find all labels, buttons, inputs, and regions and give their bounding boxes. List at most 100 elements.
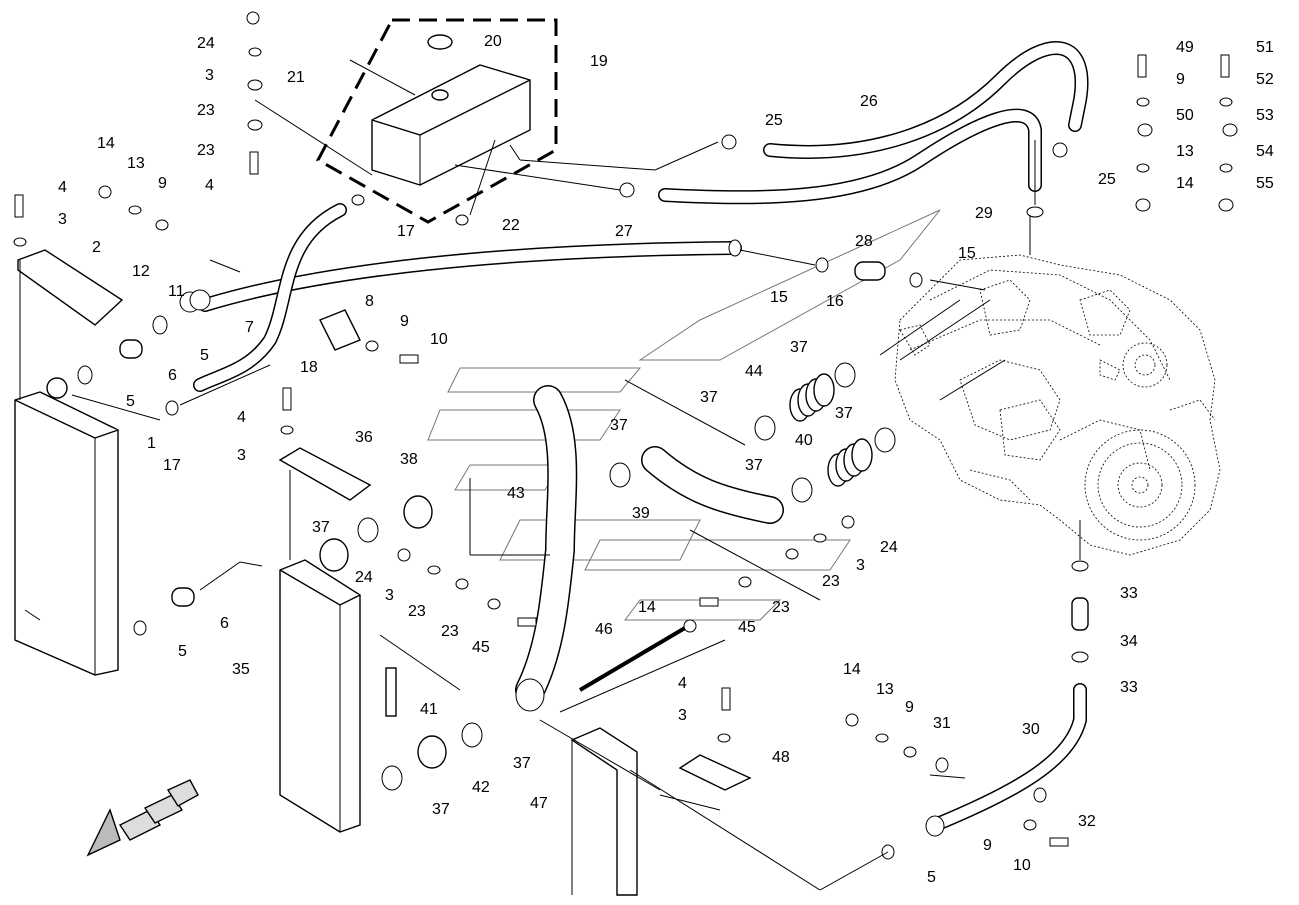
callout-51: 51 <box>1256 39 1274 56</box>
callout-42: 42 <box>472 779 490 796</box>
callout-4: 4 <box>58 179 67 196</box>
callout-9: 9 <box>905 699 914 716</box>
callout-18: 18 <box>300 359 318 376</box>
callout-14: 14 <box>843 661 861 678</box>
callout-33: 33 <box>1120 679 1138 696</box>
callout-37: 37 <box>835 405 853 422</box>
callout-37: 37 <box>513 755 531 772</box>
callout-23: 23 <box>197 102 215 119</box>
callout-28: 28 <box>855 233 873 250</box>
callout-23: 23 <box>408 603 426 620</box>
callout-49: 49 <box>1176 39 1194 56</box>
callout-13: 13 <box>876 681 894 698</box>
callout-23: 23 <box>822 573 840 590</box>
tank-outline <box>315 18 558 224</box>
callout-8: 8 <box>365 293 374 310</box>
callout-33: 33 <box>1120 585 1138 602</box>
callout-13: 13 <box>1176 143 1194 160</box>
callout-45: 45 <box>472 639 490 656</box>
callout-54: 54 <box>1256 143 1274 160</box>
callout-17: 17 <box>163 457 181 474</box>
callout-9: 9 <box>1176 71 1185 88</box>
callout-26: 26 <box>860 93 878 110</box>
callout-43: 43 <box>507 485 525 502</box>
callout-14: 14 <box>97 135 115 152</box>
callout-2: 2 <box>92 239 101 256</box>
callout-3: 3 <box>58 211 67 228</box>
callout-38: 38 <box>400 451 418 468</box>
callout-48: 48 <box>772 749 790 766</box>
callout-41: 41 <box>420 701 438 718</box>
callouts: 24 3 23 23 4 21 20 19 22 17 14 13 9 4 3 … <box>58 33 1274 886</box>
callout-47: 47 <box>530 795 548 812</box>
callout-19: 19 <box>590 53 608 70</box>
callout-25: 25 <box>765 112 783 129</box>
callout-35: 35 <box>232 661 250 678</box>
callout-37: 37 <box>700 389 718 406</box>
callout-12: 12 <box>132 263 150 280</box>
callout-13: 13 <box>127 155 145 172</box>
callout-9: 9 <box>400 313 409 330</box>
callout-20: 20 <box>484 33 502 50</box>
callout-3: 3 <box>856 557 865 574</box>
callout-34: 34 <box>1120 633 1138 650</box>
callout-50: 50 <box>1176 107 1194 124</box>
callout-16: 16 <box>826 293 844 310</box>
callout-15: 15 <box>958 245 976 262</box>
bellows-44 <box>789 373 835 422</box>
callout-37: 37 <box>610 417 628 434</box>
callout-22: 22 <box>502 217 520 234</box>
callout-52: 52 <box>1256 71 1274 88</box>
callout-29: 29 <box>975 205 993 222</box>
leader-lines <box>19 59 1081 891</box>
callout-25: 25 <box>1098 171 1116 188</box>
callout-46: 46 <box>595 621 613 638</box>
callout-10: 10 <box>430 331 448 348</box>
callout-14: 14 <box>1176 175 1194 192</box>
callout-17: 17 <box>397 223 415 240</box>
callout-23: 23 <box>441 623 459 640</box>
callout-5: 5 <box>927 869 936 886</box>
callout-30: 30 <box>1022 721 1040 738</box>
callout-3: 3 <box>237 447 246 464</box>
callout-9: 9 <box>983 837 992 854</box>
engine-assembly <box>894 254 1221 556</box>
bellows-40 <box>827 438 873 487</box>
callout-37: 37 <box>312 519 330 536</box>
callout-7: 7 <box>245 319 254 336</box>
hardware <box>13 11 1238 860</box>
callout-6: 6 <box>220 615 229 632</box>
callout-45: 45 <box>738 619 756 636</box>
callout-27: 27 <box>615 223 633 240</box>
callout-31: 31 <box>933 715 951 732</box>
callout-14: 14 <box>638 599 656 616</box>
callout-3: 3 <box>385 587 394 604</box>
callout-23: 23 <box>197 142 215 159</box>
callout-10: 10 <box>1013 857 1031 874</box>
callout-37: 37 <box>432 801 450 818</box>
callout-5: 5 <box>126 393 135 410</box>
callout-4: 4 <box>205 177 214 194</box>
callout-37: 37 <box>745 457 763 474</box>
callout-3: 3 <box>678 707 687 724</box>
callout-23: 23 <box>772 599 790 616</box>
callout-44: 44 <box>745 363 763 380</box>
callout-21: 21 <box>287 69 305 86</box>
callout-24: 24 <box>197 35 215 52</box>
callout-4: 4 <box>678 675 687 692</box>
hoses <box>193 41 1089 832</box>
callout-40: 40 <box>795 432 813 449</box>
callout-9: 9 <box>158 175 167 192</box>
callout-1: 1 <box>147 435 156 452</box>
callout-5: 5 <box>178 643 187 660</box>
callout-55: 55 <box>1256 175 1274 192</box>
callout-53: 53 <box>1256 107 1274 124</box>
callout-24: 24 <box>880 539 898 556</box>
callout-24: 24 <box>355 569 373 586</box>
callout-5: 5 <box>200 347 209 364</box>
callout-32: 32 <box>1078 813 1096 830</box>
callout-6: 6 <box>168 367 177 384</box>
callout-11: 11 <box>168 283 185 300</box>
callout-37: 37 <box>790 339 808 356</box>
